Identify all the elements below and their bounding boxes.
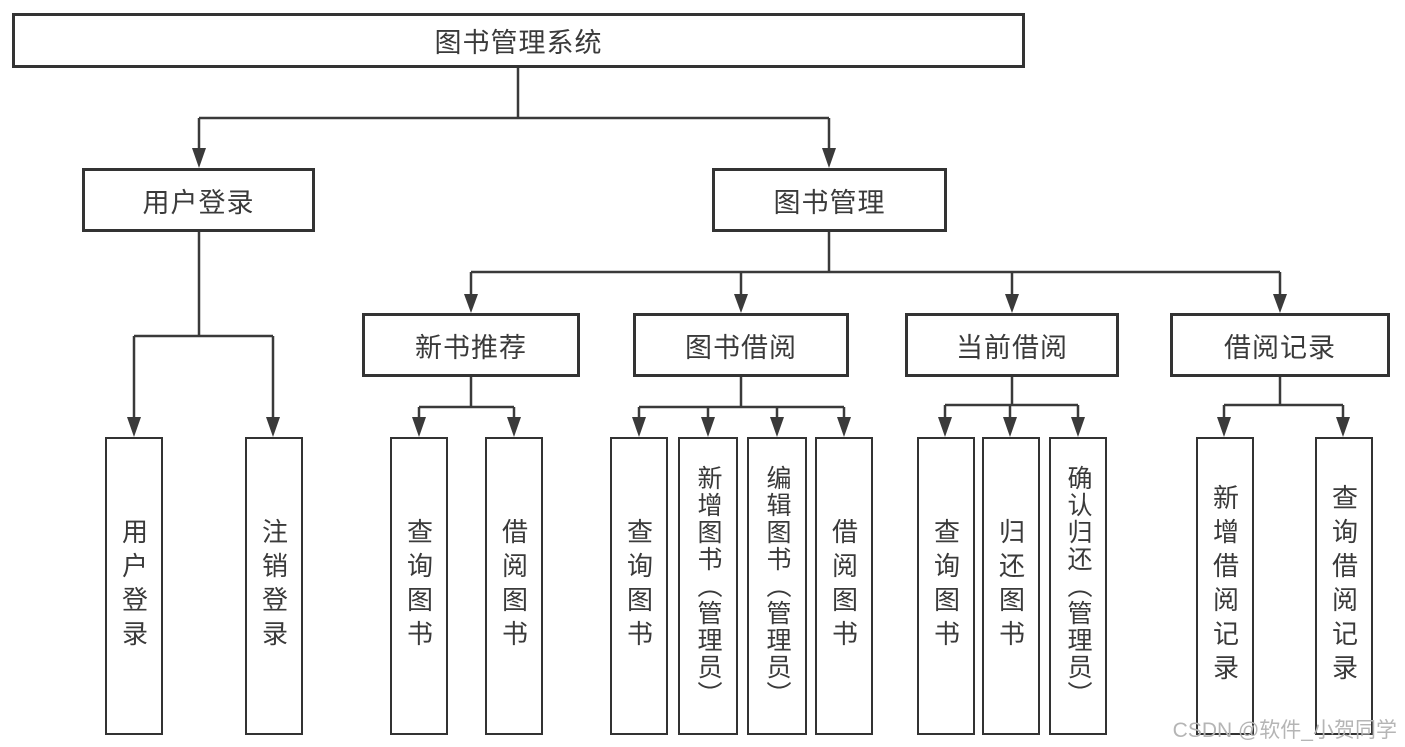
- leaf-label: 注销登录: [258, 518, 289, 654]
- leaf-user-login: 用户登录: [105, 437, 163, 735]
- leaf-query-books-1: 查询图书: [390, 437, 448, 735]
- arrow-down-icon: [770, 417, 784, 437]
- leaf-logout: 注销登录: [245, 437, 303, 735]
- arrow-down-icon: [127, 417, 141, 437]
- branch-current-borrowing: [938, 377, 1085, 437]
- arrow-down-icon: [1003, 417, 1017, 437]
- branch-root: [192, 68, 836, 168]
- node-book-borrowing: 图书借阅: [633, 313, 849, 377]
- leaf-query-books-2: 查询图书: [610, 437, 668, 735]
- arrow-down-icon: [837, 417, 851, 437]
- leaf-label: 查询图书: [930, 518, 961, 654]
- node-user-login: 用户登录: [82, 168, 315, 232]
- leaf-label: 查询图书: [623, 518, 654, 654]
- node-current-borrowing-label: 当前借阅: [956, 332, 1068, 363]
- arrow-down-icon: [412, 417, 426, 437]
- arrow-down-icon: [266, 417, 280, 437]
- leaf-query-borrow-record: 查询借阅记录: [1315, 437, 1373, 735]
- arrow-down-icon: [734, 294, 748, 313]
- leaf-label: 查询借阅记录: [1328, 484, 1359, 688]
- arrow-down-icon: [822, 148, 836, 168]
- arrow-down-icon: [1071, 417, 1085, 437]
- node-root-label: 图书管理系统: [434, 28, 603, 58]
- arrow-down-icon: [1273, 294, 1287, 313]
- arrow-down-icon: [1336, 417, 1350, 437]
- leaf-query-books-3: 查询图书: [917, 437, 975, 735]
- node-new-book-recommend-label: 新书推荐: [415, 332, 527, 363]
- node-root: 图书管理系统: [12, 13, 1025, 68]
- node-borrowing-records: 借阅记录: [1170, 313, 1390, 377]
- leaf-label: 新增借阅记录: [1209, 484, 1240, 688]
- arrow-down-icon: [507, 417, 521, 437]
- node-new-book-recommend: 新书推荐: [362, 313, 580, 377]
- leaf-borrow-books-1: 借阅图书: [485, 437, 543, 735]
- leaf-label: 借阅图书: [498, 518, 529, 654]
- arrow-down-icon: [464, 294, 478, 313]
- node-book-management: 图书管理: [712, 168, 947, 232]
- branch-new-book-recommend: [412, 377, 521, 437]
- leaf-borrow-books-2: 借阅图书: [815, 437, 873, 735]
- arrow-down-icon: [192, 148, 206, 168]
- leaf-label: 新增图书（管理员）: [694, 464, 722, 708]
- leaf-label: 借阅图书: [828, 518, 859, 654]
- leaf-edit-books-admin: 编辑图书（管理员）: [747, 437, 807, 735]
- arrow-down-icon: [1005, 294, 1019, 313]
- leaf-add-books-admin: 新增图书（管理员）: [678, 437, 738, 735]
- leaf-confirm-return-admin: 确认归还（管理员）: [1049, 437, 1107, 735]
- leaf-label: 归还图书: [995, 518, 1026, 654]
- branch-user-login: [127, 232, 280, 437]
- leaf-return-books: 归还图书: [982, 437, 1040, 735]
- leaf-add-borrow-record: 新增借阅记录: [1196, 437, 1254, 735]
- branch-borrowing-records: [1217, 377, 1350, 437]
- arrow-down-icon: [632, 417, 646, 437]
- node-book-management-label: 图书管理: [773, 187, 886, 218]
- csdn-watermark: CSDN @软件_小贺同学: [1172, 719, 1397, 742]
- node-user-login-label: 用户登录: [142, 187, 255, 218]
- arrow-down-icon: [1217, 417, 1231, 437]
- leaf-label: 查询图书: [403, 518, 434, 654]
- node-book-borrowing-label: 图书借阅: [685, 332, 797, 363]
- leaf-label: 用户登录: [118, 518, 149, 654]
- node-current-borrowing: 当前借阅: [905, 313, 1119, 377]
- leaf-label: 编辑图书（管理员）: [763, 464, 791, 708]
- arrow-down-icon: [701, 417, 715, 437]
- branch-book-borrowing: [632, 377, 851, 437]
- leaf-label: 确认归还（管理员）: [1064, 464, 1092, 708]
- branch-book-management: [464, 232, 1287, 313]
- arrow-down-icon: [938, 417, 952, 437]
- node-borrowing-records-label: 借阅记录: [1224, 332, 1336, 363]
